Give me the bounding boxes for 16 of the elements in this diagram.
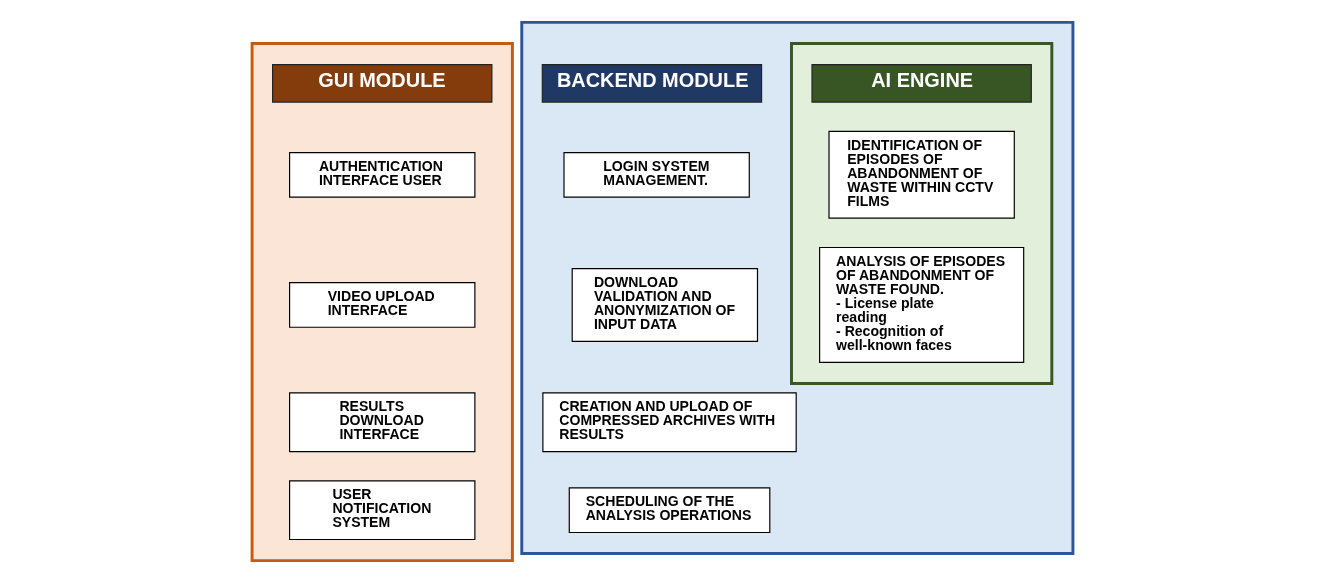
node-box: AUTHENTICATION INTERFACE USER	[289, 151, 476, 198]
node-box: ANALYSIS OF EPISODES OF ABANDONMENT OF WASTE FOUND. - License plate reading - Recognition of well-known faces	[819, 246, 1025, 364]
node-box: GUI MODULE	[272, 64, 493, 103]
node-box: RESULTS DOWNLOAD INTERFACE	[289, 392, 476, 453]
node-box: SCHEDULING OF THE ANALYSIS OPERATIONS	[568, 487, 771, 534]
node-box: CREATION AND UPLOAD OF COMPRESSED ARCHIVES WITH RESULTS	[542, 392, 797, 453]
node-box: VIDEO UPLOAD INTERFACE	[289, 282, 476, 328]
cluster	[790, 42, 1054, 385]
node-box: IDENTIFICATION OF EPISODES OF ABANDONMENT OF WASTE WITHIN CCTV FILMS	[828, 130, 1015, 219]
node-box: AI ENGINE	[811, 64, 1032, 103]
node-box: LOGIN SYSTEM MANAGEMENT.	[563, 151, 750, 198]
cluster	[250, 42, 514, 563]
node-box: DOWNLOAD VALIDATION AND ANONYMIZATION OF INPUT DATA	[571, 268, 759, 342]
cluster	[520, 20, 1075, 556]
node-box: BACKEND MODULE	[541, 64, 763, 103]
node-box: USER NOTIFICATION SYSTEM	[289, 480, 476, 541]
